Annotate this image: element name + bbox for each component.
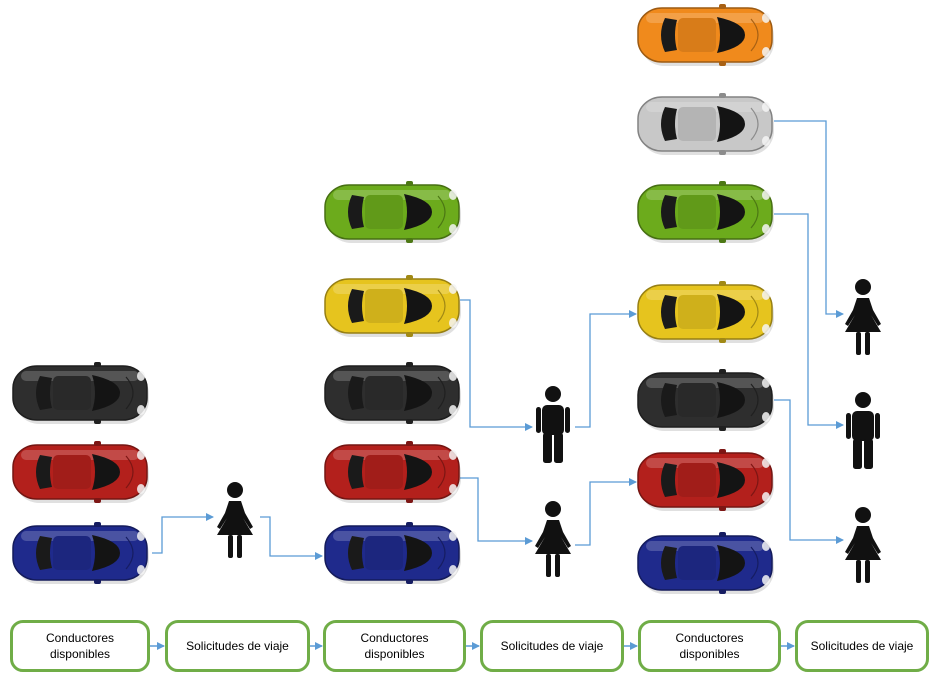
blue-car: [324, 522, 461, 584]
yellow-car: [637, 281, 774, 343]
stage-label-line: Solicitudes de viaje: [810, 639, 914, 653]
blue-car: [12, 522, 149, 584]
black-car: [324, 362, 461, 424]
green-car: [324, 181, 461, 243]
stage-box-5: Conductores disponibles: [638, 620, 781, 672]
stage-box-2: Solicitudes de viaje: [165, 620, 310, 672]
connector-arrow: [774, 120, 844, 318]
passengers: [217, 279, 881, 583]
red-car: [637, 449, 774, 511]
stage-label-line: Conductores: [360, 631, 429, 645]
female-passenger-icon: [845, 279, 881, 355]
male-passenger-icon: [846, 392, 880, 469]
connector-arrow: [575, 478, 637, 546]
connector-arrow: [152, 513, 214, 554]
stage-label-line: Conductores: [675, 631, 744, 645]
black-car: [12, 362, 149, 424]
silver-car: [637, 93, 774, 155]
connector-arrow: [774, 213, 844, 429]
yellow-car: [324, 275, 461, 337]
connector-arrow: [260, 516, 323, 560]
stage-label-line: Conductores: [45, 631, 115, 645]
green-car: [637, 181, 774, 243]
cars: [12, 4, 774, 594]
male-passenger-icon: [536, 386, 570, 463]
red-car: [12, 441, 149, 503]
blue-car: [637, 532, 774, 594]
connectors: [150, 120, 844, 650]
female-passenger-icon: [535, 501, 571, 577]
red-car: [324, 441, 461, 503]
stage-label-line: Solicitudes de viaje: [186, 639, 289, 653]
connector-arrow: [460, 477, 533, 545]
stage-box-1: Conductores disponibles: [10, 620, 150, 672]
female-passenger-icon: [845, 507, 881, 583]
stage-box-3: Conductores disponibles: [323, 620, 466, 672]
stage-label-line: disponibles: [679, 647, 740, 661]
stage-box-4: Solicitudes de viaje: [480, 620, 624, 672]
connector-arrow: [774, 399, 844, 544]
orange-car: [637, 4, 774, 66]
connector-arrow: [575, 310, 637, 428]
stage-label-line: Solicitudes de viaje: [500, 639, 604, 653]
stage-label-line: disponibles: [49, 647, 111, 661]
black-car: [637, 369, 774, 431]
connector-arrow: [460, 299, 533, 431]
female-passenger-icon: [217, 482, 253, 558]
stage-box-6: Solicitudes de viaje: [795, 620, 929, 672]
stage-label-line: disponibles: [364, 647, 425, 661]
